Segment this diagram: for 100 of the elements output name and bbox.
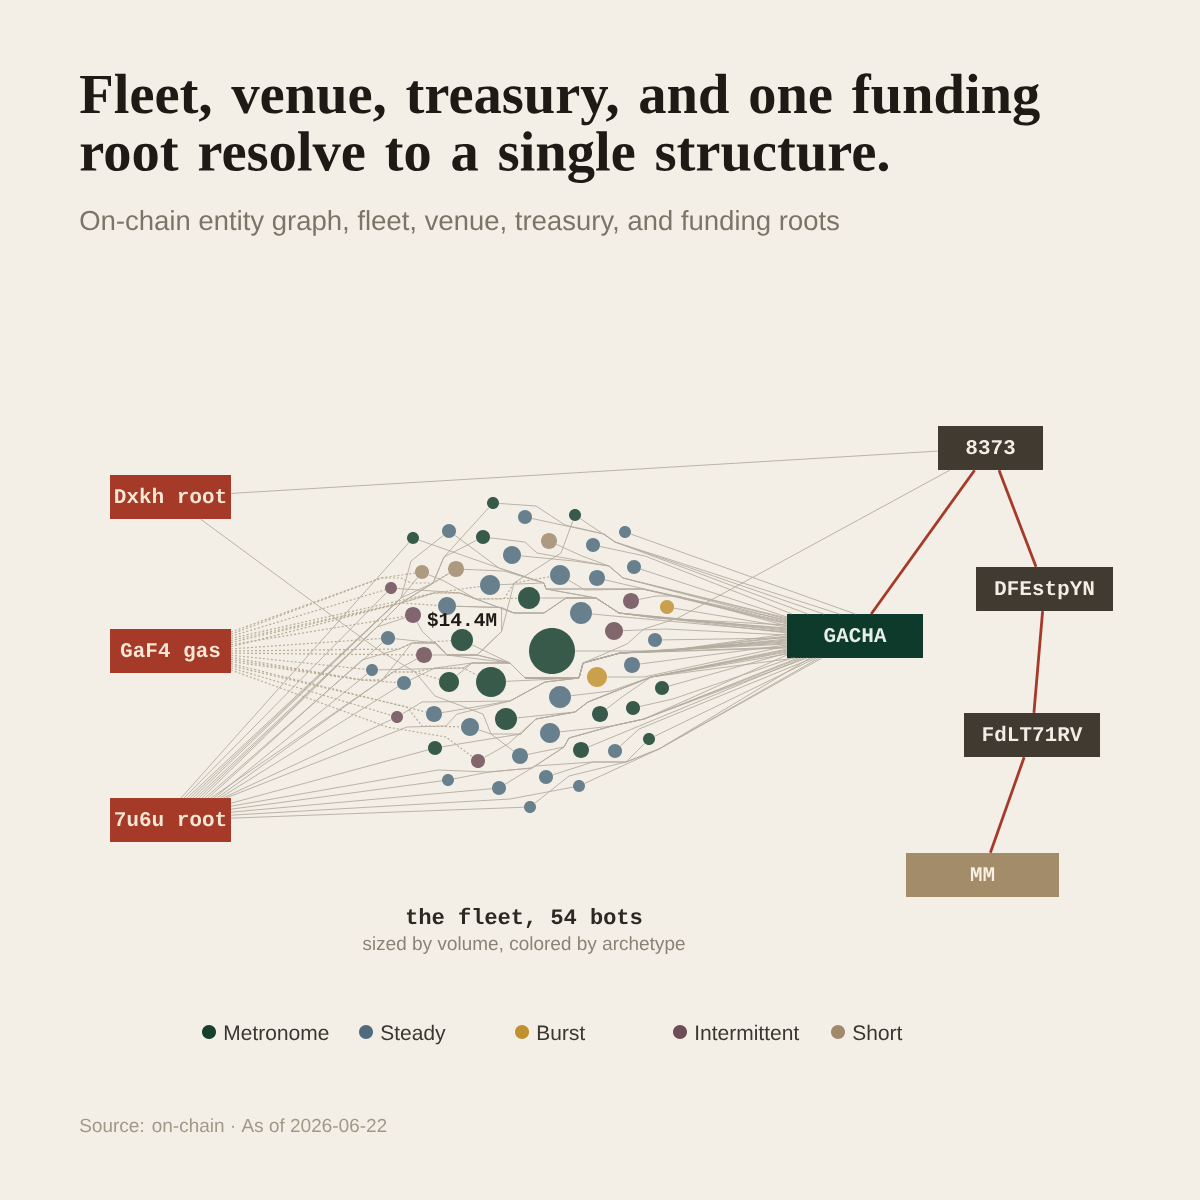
bot-circle <box>605 622 623 640</box>
connector-line <box>230 572 416 633</box>
connector-line <box>230 658 440 681</box>
connector-line <box>230 654 367 670</box>
connector-line <box>574 639 788 652</box>
connector-line <box>189 577 418 799</box>
connector-line <box>230 786 574 816</box>
bot-circle <box>428 741 442 755</box>
connector-line <box>619 657 814 747</box>
connector-line <box>591 613 788 633</box>
legend-label: Intermittent <box>696 1024 800 1041</box>
connector-line <box>531 518 809 615</box>
connector-line <box>230 576 551 642</box>
connector-line <box>195 539 478 799</box>
bot-circle <box>655 681 669 695</box>
connector-line <box>989 756 1026 854</box>
connector-line <box>230 669 473 758</box>
connector-line <box>230 665 462 728</box>
subtitle: On-chain entity graph, fleet, venue, treasury, and funding roots <box>80 210 839 236</box>
caption-text: sized by volume, colored by archetype <box>362 936 685 954</box>
connector-line <box>186 535 444 799</box>
connector-line <box>463 568 788 626</box>
entity-box: 7u6u root <box>110 798 231 842</box>
group-caption: the fleet, 54 bots <box>406 907 642 928</box>
entity-box: FdLT71RV <box>964 713 1100 757</box>
legend-label: Steady <box>381 1024 446 1045</box>
entity-box: 8373 <box>938 426 1043 470</box>
bot-circle <box>426 706 442 722</box>
connector-line <box>230 592 519 648</box>
connector-line <box>579 518 840 615</box>
bot-circle <box>573 742 589 758</box>
entity-box: GACHA <box>787 614 923 658</box>
connector-line <box>219 686 399 799</box>
bot-circle <box>660 600 674 614</box>
connector-line <box>539 597 788 631</box>
connector-line <box>192 507 490 799</box>
connector-line <box>504 657 808 785</box>
connector-line <box>441 651 788 748</box>
value-label: $14.4M <box>427 611 497 628</box>
bot-circle <box>448 561 464 577</box>
entity-box: GaF4 gas <box>110 629 231 673</box>
connector-line <box>478 649 788 735</box>
connector-line <box>606 653 788 710</box>
connector-line <box>599 546 793 615</box>
bot-circle <box>439 672 459 692</box>
connector-line <box>498 503 825 615</box>
bot-circle <box>608 744 622 758</box>
bot-circle <box>518 510 532 524</box>
connector-line <box>661 637 788 641</box>
bot-circle <box>570 602 592 624</box>
connector-line <box>638 595 788 627</box>
bot-circle <box>442 524 456 538</box>
connector-line <box>556 543 788 619</box>
connector-line <box>870 469 976 615</box>
bot-circle <box>416 647 432 663</box>
connector-line <box>396 588 788 632</box>
connector-line <box>559 654 788 733</box>
connector-line <box>213 673 368 799</box>
bot-circle <box>624 657 640 673</box>
connector-line <box>455 597 788 634</box>
entity-box: MM <box>906 853 1059 897</box>
connector-line <box>516 650 788 719</box>
connector-line <box>230 585 481 639</box>
legend-label: Burst <box>537 1025 586 1041</box>
bot-circle <box>492 781 506 795</box>
connector-line <box>183 591 388 799</box>
connector-line <box>201 617 406 799</box>
bot-circle <box>518 587 540 609</box>
connector-line <box>230 656 478 681</box>
bot-circle <box>529 628 575 674</box>
bot-circle <box>549 686 571 708</box>
bot-circle <box>648 633 662 647</box>
bot-circle <box>495 708 517 730</box>
connector-line <box>588 657 805 748</box>
connector-line <box>230 572 450 635</box>
connector-line <box>673 607 788 628</box>
legend-label: Short <box>853 1024 903 1041</box>
connector-line <box>639 644 788 665</box>
bot-circle <box>397 676 411 690</box>
connector-line <box>210 520 574 799</box>
connector-line <box>230 637 382 650</box>
connector-line <box>230 450 939 494</box>
connector-line <box>230 660 398 684</box>
connector-line <box>552 657 811 776</box>
bot-circle <box>623 593 639 609</box>
connector-line <box>230 788 493 813</box>
bot-circle <box>476 667 506 697</box>
connector-line <box>418 539 788 624</box>
connector-line <box>230 667 392 716</box>
connector-line <box>534 657 820 804</box>
bot-circle <box>471 754 485 768</box>
bot-circle <box>592 706 608 722</box>
connector-line <box>654 657 817 737</box>
connector-line <box>527 657 802 755</box>
connector-line <box>570 648 788 697</box>
connector-line <box>225 469 951 799</box>
entity-box: Dxkh root <box>110 475 231 519</box>
connector-line <box>630 533 856 615</box>
bot-circle <box>589 570 605 586</box>
connector-line <box>180 542 410 799</box>
